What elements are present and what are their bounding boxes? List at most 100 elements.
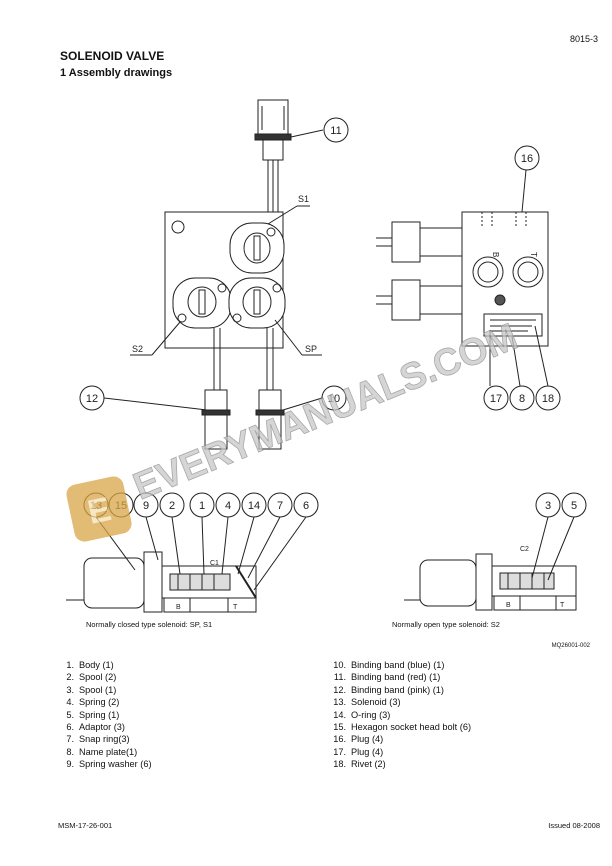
svg-text:12: 12 [86, 393, 98, 405]
callout-1: 1 [189, 492, 215, 518]
valve-side-view [376, 211, 549, 347]
drawing-ref-code: MQ26001-002 [551, 643, 590, 649]
port-t-closed: T [233, 604, 238, 611]
svg-text:2: 2 [169, 500, 175, 512]
document-number: MSM-17-26-001 [58, 821, 113, 830]
part-number: 4. [66, 697, 74, 708]
part-item: 7. Snap ring(3) [60, 733, 152, 745]
callout-7: 7 [267, 492, 293, 518]
callout-14: 14 [241, 492, 267, 518]
part-label: O-ring (3) [351, 709, 391, 720]
part-label: Binding band (red) (1) [351, 672, 441, 683]
part-number: 15. [333, 722, 346, 733]
part-number: 17. [333, 746, 346, 757]
part-label: Name plate(1) [79, 746, 138, 757]
part-item: 5. Spring (1) [60, 709, 152, 721]
part-label: Solenoid (3) [351, 697, 401, 708]
svg-text:9: 9 [143, 500, 149, 512]
part-number: 16. [333, 734, 346, 745]
parts-list-left: 1. Body (1) 2. Spool (2) 3. Spool (1) 4. Spring… [60, 659, 152, 771]
part-item: 4. Spring (2) [60, 696, 152, 708]
valve-front-view [164, 99, 292, 450]
port-t-open: T [560, 602, 565, 609]
part-item: 18. Rivet (2) [328, 758, 471, 770]
callout-12: 12 [79, 385, 105, 411]
part-label: Snap ring(3) [79, 734, 130, 745]
svg-text:8: 8 [519, 393, 525, 405]
part-item: 12. Binding band (pink) (1) [328, 684, 471, 696]
part-item: 2. Spool (2) [60, 671, 152, 683]
part-number: 3. [66, 684, 74, 695]
part-number: 11. [333, 672, 346, 683]
part-number: 13. [333, 697, 346, 708]
part-number: 7. [66, 734, 74, 745]
callout-10: 10 [321, 385, 347, 411]
label-c2: C2 [520, 546, 529, 553]
label-s1: S1 [298, 194, 309, 204]
part-label: Plug (4) [351, 734, 384, 745]
section-closed [66, 551, 257, 613]
part-label: Binding band (blue) (1) [351, 660, 445, 670]
parts-list-right: 10. Binding band (blue) (1) 11. Binding ban… [328, 659, 471, 771]
part-number: 8. [66, 746, 74, 757]
svg-text:16: 16 [521, 153, 533, 165]
callout-8: 8 [509, 385, 535, 411]
part-label: Spring (1) [79, 709, 120, 720]
label-sp: SP [305, 344, 317, 354]
part-item: 16. Plug (4) [328, 733, 471, 745]
port-b-closed: B [176, 604, 181, 611]
callout-11: 11 [323, 117, 349, 143]
part-item: 8. Name plate(1) [60, 746, 152, 758]
part-number: 18. [333, 759, 346, 770]
part-number: 12. [333, 684, 346, 695]
part-item: 1. Body (1) [60, 659, 152, 671]
part-item: 10. Binding band (blue) (1) [328, 659, 471, 671]
part-number: 14. [333, 709, 346, 720]
part-label: Spool (1) [79, 684, 117, 695]
part-number: 9. [66, 759, 74, 770]
part-number: 10. [333, 660, 346, 670]
issue-date: Issued 08-2008 [548, 821, 600, 830]
part-number: 1. [66, 660, 74, 670]
part-item: 15. Hexagon socket head bolt (6) [328, 721, 471, 733]
svg-text:14: 14 [248, 500, 260, 512]
page-code: 8015-3 [569, 34, 598, 44]
svg-text:1: 1 [199, 500, 205, 512]
watermark-logo-icon: E [66, 476, 132, 542]
sub-title: 1 Assembly drawings [60, 67, 173, 79]
svg-text:5: 5 [571, 500, 577, 512]
port-t-label: T [529, 252, 538, 257]
callout-9: 9 [133, 492, 159, 518]
part-number: 5. [66, 709, 74, 720]
part-label: Body (1) [79, 660, 114, 670]
part-label: Adaptor (3) [79, 722, 125, 733]
label-s2: S2 [132, 344, 143, 354]
part-number: 6. [66, 722, 74, 733]
part-item: 13. Solenoid (3) [328, 696, 471, 708]
part-label: Hexagon socket head bolt (6) [351, 722, 472, 733]
callout-4: 4 [215, 492, 241, 518]
svg-text:10: 10 [328, 393, 340, 405]
caption-closed: Normally closed type solenoid: SP, S1 [86, 620, 212, 629]
section-title: SOLENOID VALVE [60, 49, 165, 63]
part-label: Spring washer (6) [79, 759, 152, 770]
callout-18: 18 [535, 385, 561, 411]
svg-text:4: 4 [225, 500, 231, 512]
port-b-open: B [506, 602, 511, 609]
svg-text:6: 6 [303, 500, 309, 512]
part-item: 3. Spool (1) [60, 684, 152, 696]
part-label: Spring (2) [79, 697, 120, 708]
svg-text:11: 11 [330, 125, 341, 137]
part-label: Rivet (2) [351, 759, 386, 770]
svg-text:7: 7 [277, 500, 283, 512]
part-number: 2. [66, 672, 74, 683]
part-label: Spool (2) [79, 672, 117, 683]
callout-16: 16 [514, 145, 540, 171]
callout-2: 2 [159, 492, 185, 518]
caption-open: Normally open type solenoid: S2 [392, 620, 500, 629]
callout-5: 5 [561, 492, 587, 518]
part-label: Binding band (pink) (1) [351, 684, 444, 695]
svg-text:3: 3 [545, 500, 551, 512]
svg-text:17: 17 [490, 393, 502, 405]
